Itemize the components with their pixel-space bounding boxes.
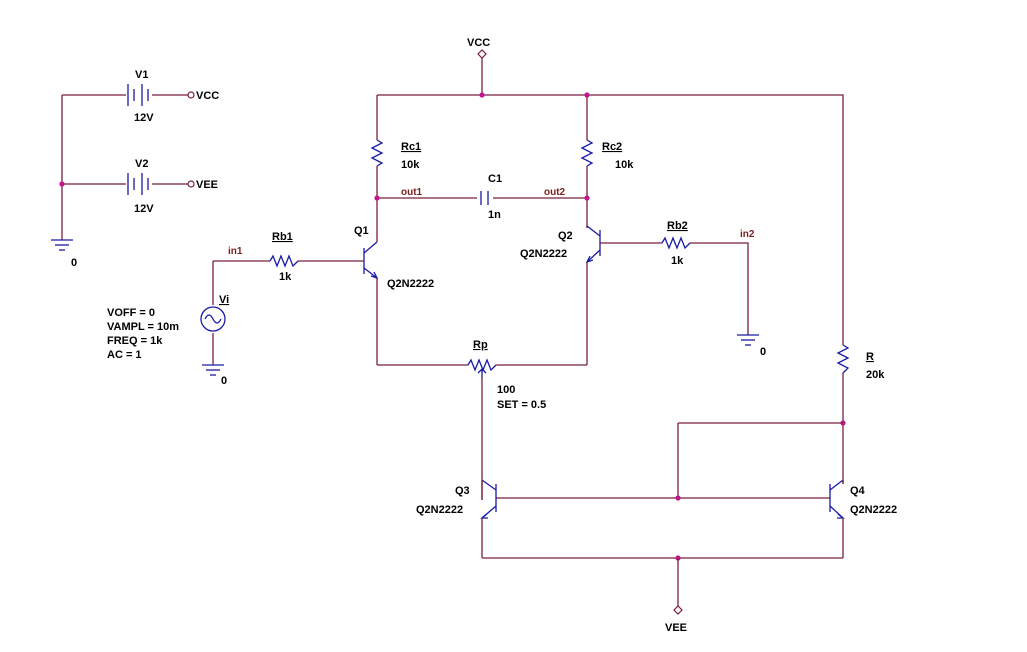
ground-icon <box>202 364 224 376</box>
gnd-rb2-label: 0 <box>760 346 766 358</box>
rc1-resistor-icon <box>370 139 384 167</box>
r-resistor-icon <box>836 344 850 374</box>
rp-set: SET = 0.5 <box>497 399 546 411</box>
wiper-arrow-icon <box>477 368 487 378</box>
c1-capacitor: C1 1n out1 out2 <box>374 173 590 221</box>
q3-transistor: Q3 Q2N2222 <box>416 479 497 558</box>
r-value: 20k <box>866 369 885 381</box>
in1-net-label: in1 <box>228 246 243 257</box>
npn-transistor-icon <box>480 479 497 519</box>
c1-value: 1n <box>488 209 501 221</box>
ground-icon <box>737 334 759 346</box>
gnd-power-label: 0 <box>71 257 77 269</box>
q3-model: Q2N2222 <box>416 504 463 516</box>
vcc-port-icon <box>477 49 487 59</box>
ground-icon <box>51 239 73 251</box>
rp-value: 100 <box>497 384 515 396</box>
q1-model: Q2N2222 <box>387 278 434 290</box>
npn-transistor-icon <box>829 479 845 519</box>
v1-battery-icon <box>127 84 149 106</box>
junction-dot <box>59 181 65 187</box>
q3-ref: Q3 <box>455 485 470 497</box>
rc1-ref: Rc1 <box>401 141 421 153</box>
r-resistor: R 20k <box>836 344 885 484</box>
vee-port-icon <box>673 605 683 615</box>
vi-ref: Vi <box>219 294 229 306</box>
r-ref: R <box>866 351 874 363</box>
vcc-port-connector <box>187 91 195 99</box>
v2-net-label: VEE <box>196 179 218 191</box>
vcc-bus-wire <box>377 94 844 345</box>
vi-source: Vi VOFF = 0 VAMPL = 10m FREQ = 1k AC = 1… <box>107 261 229 387</box>
gnd-source-label: 0 <box>221 375 227 387</box>
sine-source-icon <box>200 306 226 332</box>
v2-battery-icon <box>127 173 149 195</box>
vcc-top-label: VCC <box>467 37 490 49</box>
q4-transistor: Q4 Q2N2222 <box>829 479 897 558</box>
junction-dot <box>479 92 485 98</box>
q1-transistor: Q1 Q2N2222 <box>354 225 434 365</box>
vi-param-voff: VOFF = 0 <box>107 307 155 319</box>
npn-transistor-icon <box>363 241 379 280</box>
rb2-ref: Rb2 <box>667 220 688 232</box>
in2-net-label: in2 <box>740 229 755 240</box>
rb1-resistor-icon <box>269 254 299 268</box>
rc2-value: 10k <box>615 159 634 171</box>
vi-param-ac: AC = 1 <box>107 349 142 361</box>
vi-param-freq: FREQ = 1k <box>107 335 163 347</box>
q4-ref: Q4 <box>850 485 866 497</box>
v2-ref: V2 <box>135 158 148 170</box>
c1-ref: C1 <box>488 173 502 185</box>
rp-ref: Rp <box>473 339 488 351</box>
rc1-value: 10k <box>401 159 420 171</box>
vee-bottom-label: VEE <box>665 622 687 634</box>
rc2-resistor: Rc2 10k <box>580 139 634 228</box>
rb2-wire <box>600 242 749 335</box>
junction-dot <box>584 92 590 98</box>
junction-dot <box>675 495 681 501</box>
rp-potentiometer: Rp 100 SET = 0.5 <box>377 339 587 500</box>
current-mirror: Q3 Q2N2222 Q4 Q2N2222 <box>416 422 897 561</box>
rb2-value: 1k <box>671 255 684 267</box>
rc2-ref: Rc2 <box>602 141 622 153</box>
rb2-resistor: Rb2 1k in2 0 <box>600 220 766 358</box>
rb1-value: 1k <box>279 271 292 283</box>
junction-dot <box>584 195 590 201</box>
sine-wave-icon <box>204 314 222 324</box>
rc1-resistor: Rc1 10k <box>370 139 421 228</box>
vcc-rail: VCC <box>376 37 844 345</box>
npn-transistor-icon <box>585 225 601 264</box>
rp-resistor-icon <box>467 358 497 372</box>
v1-net-label: VCC <box>196 90 219 102</box>
vi-param-vampl: VAMPL = 10m <box>107 321 179 333</box>
vee-port: VEE <box>665 558 687 634</box>
mirror-feedback-wire <box>677 422 843 498</box>
vee-port-connector <box>187 180 195 188</box>
q2-ref: Q2 <box>558 230 573 242</box>
junction-dot <box>374 195 380 201</box>
v1-value: 12V <box>134 112 154 124</box>
q2-transistor: Q2 Q2N2222 <box>520 225 601 365</box>
q1-ref: Q1 <box>354 225 369 237</box>
q4-model: Q2N2222 <box>850 504 897 516</box>
q2-model: Q2N2222 <box>520 248 567 260</box>
out2-net-label: out2 <box>544 187 566 198</box>
rb1-resistor: Rb1 1k in1 <box>213 231 364 283</box>
power-supply-section: V1 12V VCC V2 12V VEE 0 <box>51 69 219 269</box>
out1-net-label: out1 <box>401 187 423 198</box>
rc2-resistor-icon <box>580 139 594 167</box>
rb1-ref: Rb1 <box>272 231 293 243</box>
v2-value: 12V <box>134 203 154 215</box>
rb2-resistor-icon <box>661 236 691 250</box>
v1-ref: V1 <box>135 69 148 81</box>
